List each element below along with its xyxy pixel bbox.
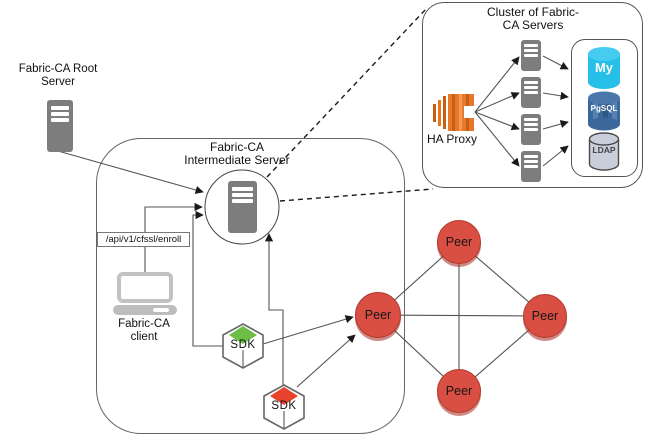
cluster-box <box>422 2 643 188</box>
peer-node: Peer <box>355 292 401 338</box>
arrow-sdk-red-to-peer <box>296 334 356 388</box>
laptop-base <box>113 305 177 315</box>
haproxy-fanout-arrows <box>474 56 520 167</box>
mysql-db-icon <box>588 47 620 89</box>
cluster-server-icon <box>521 77 541 108</box>
peer-node: Peer <box>523 294 567 338</box>
dashed-link-lines <box>266 8 434 202</box>
ldap-db-label: LDAP <box>592 145 616 155</box>
haproxy-label: HA Proxy <box>426 132 477 146</box>
cluster-server-icon <box>521 151 541 182</box>
mysql-db-label: My <box>594 60 614 75</box>
arrow-sdk-green-to-intermediate <box>192 210 223 347</box>
root-server-icon <box>47 100 73 152</box>
client-label: Fabric-CA client <box>118 318 170 343</box>
intermediate-server-container-box <box>96 138 405 434</box>
ldap-db-icon <box>588 132 620 171</box>
cluster-title: Cluster of Fabric-CA Servers <box>486 5 580 32</box>
server-to-db-arrows <box>542 55 569 167</box>
database-box <box>571 39 638 177</box>
root-server-label: Fabric-CA Root Server <box>18 63 98 88</box>
arrow-sdk-green-to-peer <box>262 315 354 345</box>
intermediate-server-icon <box>228 181 257 233</box>
pgsql-db-icon <box>588 91 620 131</box>
cluster-server-icon <box>521 114 541 145</box>
laptop-icon <box>117 272 173 303</box>
peer-node: Peer <box>437 369 481 413</box>
peer-node: Peer <box>437 220 481 264</box>
pgsql-db-label: PgSQL <box>590 104 618 113</box>
haproxy-icon <box>433 94 474 131</box>
sdk-cube-icon-green <box>222 323 264 369</box>
sdk-cube-icon-red <box>263 384 305 430</box>
intermediate-server-label: Fabric-CA Intermediate Server <box>184 140 290 167</box>
cluster-server-icon <box>521 40 541 71</box>
arrow-client-to-intermediate <box>144 202 203 272</box>
api-endpoint-label: /api/v1/cfssl/enroll <box>97 232 190 247</box>
arrow-root-to-intermediate <box>57 150 204 194</box>
sdk-red-label: SDK <box>271 400 297 412</box>
sdk-green-label: SDK <box>230 339 256 351</box>
arrow-sdk-red-to-intermediate <box>264 233 284 385</box>
